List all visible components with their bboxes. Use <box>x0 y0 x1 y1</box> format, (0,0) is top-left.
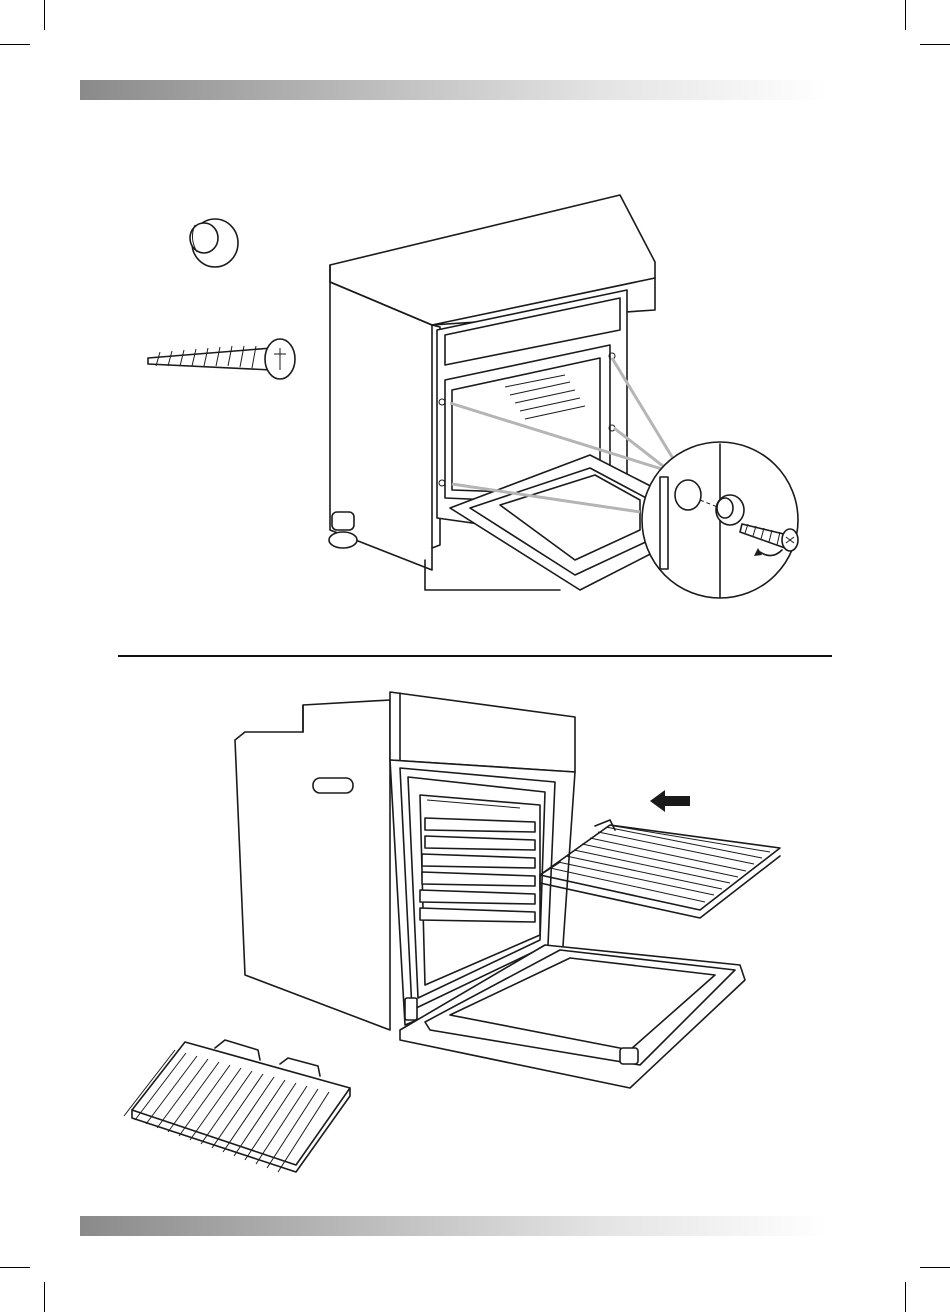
oven-body <box>235 700 390 1030</box>
bumper-icon <box>190 219 238 267</box>
detail-circle <box>642 442 798 598</box>
screw-icon <box>148 339 295 379</box>
control-panel <box>390 692 575 772</box>
insert-arrow-icon <box>650 790 690 812</box>
wire-shelf <box>540 820 780 918</box>
loose-wire-shelf <box>124 1040 350 1172</box>
top-panel <box>148 195 798 598</box>
bottom-panel <box>124 692 780 1172</box>
